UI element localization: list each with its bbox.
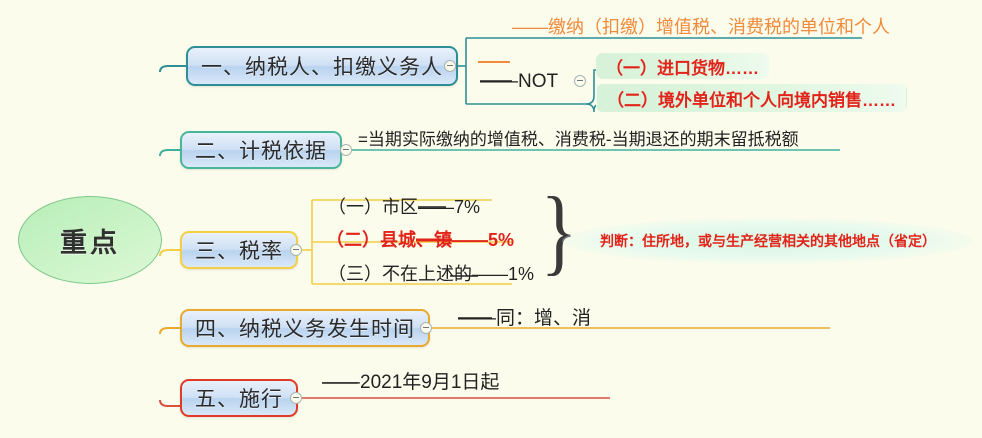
leaf-tax-basis-formula: =当期实际缴纳的增值税、消费税-当期退还的期末留抵税额	[358, 130, 799, 149]
collapse-toggle-tax-rate[interactable]	[290, 244, 302, 256]
collapse-toggle-obligation-time[interactable]	[420, 322, 432, 334]
branch-node-tax-rate[interactable]: 三、税率	[180, 231, 298, 269]
curly-brace-icon: }	[540, 177, 578, 284]
branch-label-tax-basis: 二、计税依据	[195, 140, 327, 163]
branch-node-tax-basis[interactable]: 二、计税依据	[180, 131, 342, 169]
branch-label-obligation-time: 四、纳税义务发生时间	[195, 318, 415, 341]
branch-node-taxpayer[interactable]: 一、纳税人、扣缴义务人	[186, 46, 458, 86]
branch-label-taxpayer: 一、纳税人、扣缴义务人	[201, 56, 443, 79]
tax-rate-callout: 判断：住所地，或与生产经营相关的其他地点（省定）	[562, 218, 974, 264]
root-node[interactable]: 重点	[18, 196, 162, 284]
branch-label-effective-date: 五、施行	[195, 388, 283, 411]
leaf-obligation-time-note: ——同：增、消	[458, 308, 592, 329]
green-box-exception-2[interactable]: （二）境外单位和个人向境内销售……	[596, 84, 907, 112]
rate-item-1[interactable]: （一）市区——7%	[328, 197, 481, 217]
green-box-exception-1-label: （一）进口货物……	[606, 58, 759, 78]
green-box-exception-1[interactable]: （一）进口货物……	[596, 53, 769, 79]
collapse-toggle-effective-date[interactable]	[290, 392, 302, 404]
leaf-taxpayer-definition: ——缴纳（扣缴）增值税、消费税的单位和个人	[512, 17, 890, 37]
branch-node-effective-date[interactable]: 五、施行	[180, 379, 298, 417]
green-box-exception-2-label: （二）境外单位和个人向境内销售……	[607, 90, 896, 110]
rate-item-3[interactable]: （三）不在上述的——1%	[328, 264, 535, 284]
collapse-toggle-taxpayer[interactable]	[444, 60, 456, 72]
collapse-toggle-tax-basis[interactable]	[340, 144, 352, 156]
root-label: 重点	[60, 227, 120, 258]
leaf-effective-date-note: ——2021年9月1日起	[322, 372, 500, 393]
branch-label-tax-rate: 三、税率	[195, 240, 283, 263]
rate-item-2[interactable]: （二）县城、镇——5%	[326, 230, 515, 250]
branch-node-obligation-time[interactable]: 四、纳税义务发生时间	[180, 309, 430, 347]
collapse-toggle-exceptions[interactable]	[574, 75, 586, 87]
leaf-taxpayer-exception-label: ——NOT	[480, 71, 559, 92]
tax-rate-callout-label: 判断：住所地，或与生产经营相关的其他地点（省定）	[600, 233, 936, 249]
